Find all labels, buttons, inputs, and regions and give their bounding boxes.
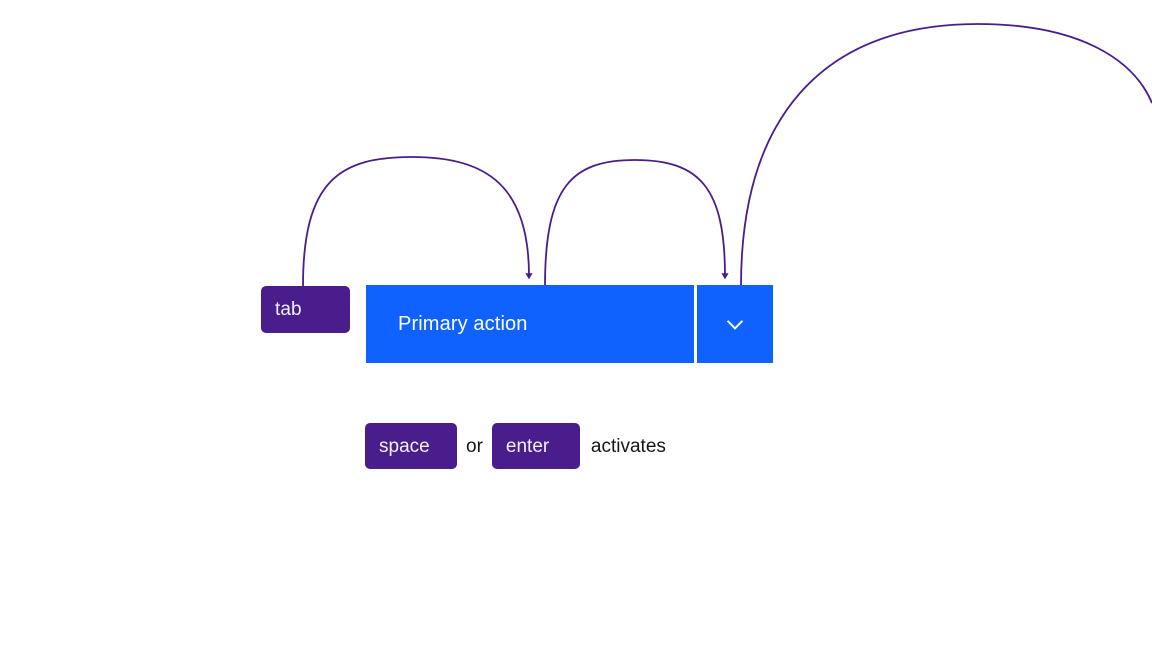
key-tag-space-label: space <box>379 435 430 457</box>
key-tag-tab: tab <box>261 286 350 333</box>
chevron-down-icon <box>722 311 748 337</box>
activation-hint: space or enter activates <box>365 423 666 469</box>
primary-action-to-toggle-arrow <box>544 159 729 287</box>
primary-action-button[interactable]: Primary action <box>366 285 694 363</box>
hint-conjunction: or <box>466 435 483 457</box>
key-tag-tab-label: tab <box>275 299 302 320</box>
hint-verb: activates <box>590 435 666 457</box>
key-tag-enter: enter <box>491 423 580 469</box>
key-tag-space: space <box>365 423 457 469</box>
split-button-divider <box>694 285 697 363</box>
tab-to-primary-action-arrow <box>302 156 533 287</box>
chevron-toggle-button[interactable] <box>697 285 773 363</box>
split-button-group: Primary action <box>366 285 773 363</box>
key-tag-enter-label: enter <box>505 435 550 457</box>
toggle-to-next-element-arrow <box>740 23 1152 287</box>
primary-action-button-label: Primary action <box>398 313 528 335</box>
